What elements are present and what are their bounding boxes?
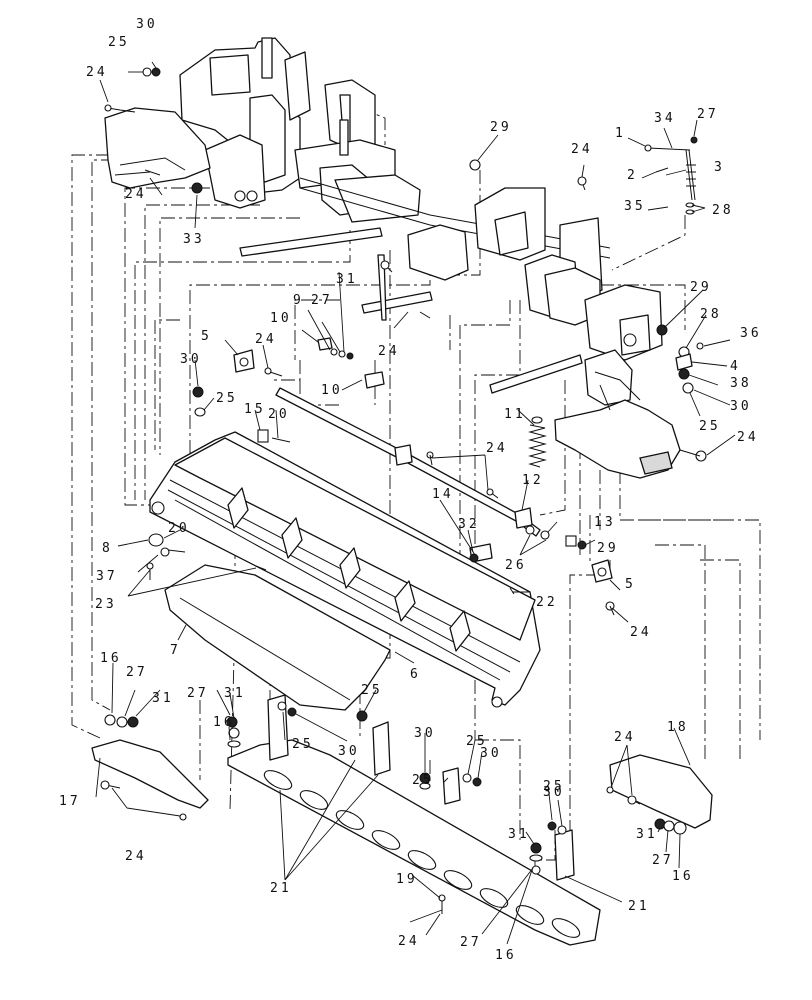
callout-label: 25 [466, 734, 488, 749]
callout-label: 27 [460, 935, 482, 950]
callout-label: 25 [216, 391, 238, 406]
side-plates [91, 694, 713, 881]
callout-label: 12 [522, 473, 544, 488]
callout-label: 20 [168, 521, 190, 536]
callout-label: 26 [505, 558, 527, 573]
callout-label: 37 [96, 569, 118, 584]
callout-label: 20 [268, 407, 290, 422]
callout-label: 27 [311, 293, 333, 308]
callout-label: 22 [536, 595, 558, 610]
callout-label: 30 [136, 17, 158, 32]
callout-label: 27 [697, 107, 719, 122]
callout-label: 25 [699, 419, 721, 434]
callout-label: 33 [183, 232, 205, 247]
callout-label: 28 [712, 203, 734, 218]
callout-label: 31 [336, 272, 358, 287]
callout-label: 30 [730, 399, 752, 414]
callout-label: 4 [730, 359, 741, 374]
callout-label: 27 [652, 853, 674, 868]
callout-label: 38 [730, 376, 752, 391]
callout-label: 5 [201, 329, 212, 344]
callout-label: 11 [504, 407, 526, 422]
callout-label: 10 [270, 311, 292, 326]
callout-label: 29 [597, 541, 619, 556]
upper-frame-assembly [179, 37, 663, 406]
callout-label: 30 [414, 726, 436, 741]
beater-housing [149, 431, 541, 708]
callout-label: 3 [714, 160, 725, 175]
callout-label: 25 [543, 779, 565, 794]
callout-labels: 30 25 24 24 33 29 24 1 34 27 2 3 35 28 3… [59, 17, 762, 963]
callout-label: 25 [108, 35, 130, 50]
callout-label: 1 [615, 126, 626, 141]
callout-label: 24 [86, 65, 108, 80]
slotted-bottom-pan [227, 739, 601, 946]
callout-label: 23 [95, 597, 117, 612]
callout-label: 35 [624, 199, 646, 214]
callout-label: 21 [270, 881, 292, 896]
callout-label: 31 [224, 686, 246, 701]
callout-label: 29 [690, 280, 712, 295]
callout-label: 32 [458, 517, 480, 532]
callout-label: 5 [625, 577, 636, 592]
callout-label: 10 [321, 383, 343, 398]
callout-label: 24 [398, 934, 420, 949]
brackets [233, 349, 613, 583]
callout-label: 17 [59, 794, 81, 809]
callout-label: 24 [486, 441, 508, 456]
callout-label: 24 [614, 730, 636, 745]
callout-label: 8 [102, 541, 113, 556]
callout-label: 19 [396, 872, 418, 887]
callout-label: 27 [126, 665, 148, 680]
callout-label: 14 [432, 487, 454, 502]
callout-label: 27 [187, 686, 209, 701]
callout-label: 25 [292, 737, 314, 752]
callout-label: 16 [100, 651, 122, 666]
callout-label: 30 [180, 352, 202, 367]
callout-label: 24 [571, 142, 593, 157]
callout-label: 2 [627, 168, 638, 183]
callout-label: 25 [361, 683, 383, 698]
callout-label: 34 [654, 111, 676, 126]
callout-label: 31 [152, 691, 174, 706]
callout-label: 31 [508, 827, 530, 842]
callout-label: 24 [255, 332, 277, 347]
callout-label: 24 [378, 344, 400, 359]
adjustment-linkage [644, 136, 698, 215]
callout-label: 29 [490, 120, 512, 135]
callout-label: 24 [737, 430, 759, 445]
callout-label: 16 [495, 948, 517, 963]
callout-label: 9 [293, 293, 304, 308]
callout-label: 25 [412, 773, 434, 788]
callout-label: 24 [125, 849, 147, 864]
spring [528, 416, 547, 468]
callout-label: 30 [338, 744, 360, 759]
callout-label: 7 [170, 643, 181, 658]
callout-label: 31 [636, 827, 658, 842]
callout-label: 16 [672, 869, 694, 884]
callout-label: 13 [594, 515, 616, 530]
left-side-deflector [104, 107, 211, 189]
callout-label: 21 [628, 899, 650, 914]
callout-label: 30 [543, 785, 565, 800]
callout-label: 24 [630, 625, 652, 640]
leader-lines [95, 61, 736, 945]
callout-label: 6 [410, 667, 421, 682]
callout-label: 30 [480, 746, 502, 761]
callout-label: 15 [244, 402, 266, 417]
callout-label: 24 [125, 187, 147, 202]
hardware [100, 67, 707, 914]
callout-label: 36 [740, 326, 762, 341]
right-side-shield [554, 371, 681, 479]
callout-label: 18 [667, 720, 689, 735]
callout-label: 16 [213, 715, 235, 730]
callout-label: 28 [700, 307, 722, 322]
